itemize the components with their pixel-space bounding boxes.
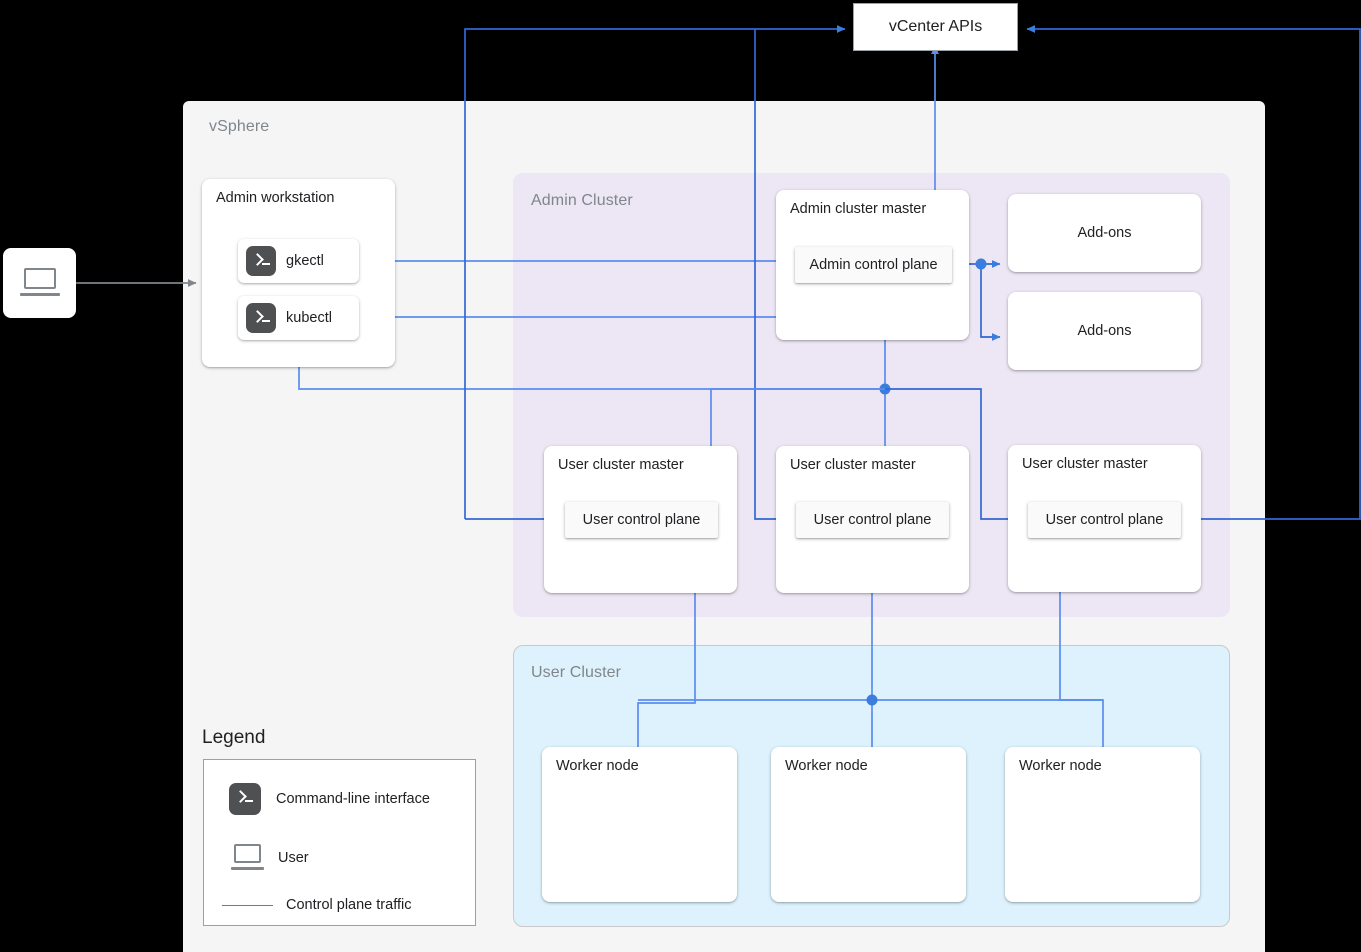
legend-title: Legend <box>202 727 266 748</box>
vcenter-apis-box[interactable]: vCenter APIs <box>853 3 1018 51</box>
addons-label-2: Add-ons <box>1077 323 1132 339</box>
admin-workstation-label: Admin workstation <box>216 190 335 206</box>
terminal-icon <box>246 303 276 333</box>
user-control-plane-label-3: User control plane <box>1045 512 1164 528</box>
admin-control-plane-label: Admin control plane <box>809 257 938 273</box>
wire-user-cp-3-to-vcenter <box>1026 25 1361 520</box>
legend-item-user: User <box>231 843 309 873</box>
worker-node-card-2[interactable]: Worker node <box>771 747 966 902</box>
user-cluster-master-label-1: User cluster master <box>558 457 684 473</box>
vsphere-label: vSphere <box>209 118 270 135</box>
addons-card-1[interactable]: Add-ons <box>1008 194 1201 272</box>
cli-kubectl-label: kubectl <box>286 310 332 326</box>
legend-label-cli: Command-line interface <box>276 791 430 807</box>
junction-dot-worker-bus <box>866 694 878 706</box>
line-swatch-icon <box>222 904 273 906</box>
legend-label-traffic: Control plane traffic <box>286 897 412 913</box>
wire-user-cp-1-to-worker-1 <box>637 538 696 750</box>
user-cluster-label: User Cluster <box>531 664 622 681</box>
worker-node-label-1: Worker node <box>556 758 639 774</box>
user-control-plane-chip-1[interactable]: User control plane <box>565 502 718 538</box>
user-icon-box[interactable] <box>3 248 76 318</box>
user-cluster-master-label-3: User cluster master <box>1022 456 1148 472</box>
admin-cluster-master-label: Admin cluster master <box>790 201 927 217</box>
junction-dot-addons <box>975 258 987 270</box>
user-cluster-master-label-2: User cluster master <box>790 457 916 473</box>
admin-control-plane-chip[interactable]: Admin control plane <box>795 247 952 283</box>
legend-item-cli: Command-line interface <box>229 783 430 815</box>
terminal-icon <box>246 246 276 276</box>
wire-junction-to-addons-2 <box>980 264 1001 341</box>
user-control-plane-label-2: User control plane <box>813 512 932 528</box>
laptop-icon <box>19 268 60 298</box>
terminal-icon <box>229 783 261 815</box>
cli-gkectl-label: gkectl <box>286 253 324 269</box>
vcenter-apis-label: vCenter APIs <box>888 18 983 35</box>
legend-item-traffic: Control plane traffic <box>222 897 411 913</box>
addons-card-2[interactable]: Add-ons <box>1008 292 1201 370</box>
cli-gkectl[interactable]: gkectl <box>238 239 359 283</box>
wire-bus-to-user-cp-3 <box>885 388 1020 523</box>
legend-label-user: User <box>278 850 309 866</box>
cli-kubectl[interactable]: kubectl <box>238 296 359 340</box>
admin-cluster-label: Admin Cluster <box>531 192 633 209</box>
worker-node-label-3: Worker node <box>1019 758 1102 774</box>
worker-node-card-1[interactable]: Worker node <box>542 747 737 902</box>
user-control-plane-label-1: User control plane <box>582 512 701 528</box>
worker-node-card-3[interactable]: Worker node <box>1005 747 1200 902</box>
addons-label-1: Add-ons <box>1077 225 1132 241</box>
laptop-icon <box>231 843 264 873</box>
user-control-plane-chip-3[interactable]: User control plane <box>1028 502 1181 538</box>
user-control-plane-chip-2[interactable]: User control plane <box>796 502 949 538</box>
wire-left-bus-to-vcenter <box>464 25 846 519</box>
worker-node-label-2: Worker node <box>785 758 868 774</box>
